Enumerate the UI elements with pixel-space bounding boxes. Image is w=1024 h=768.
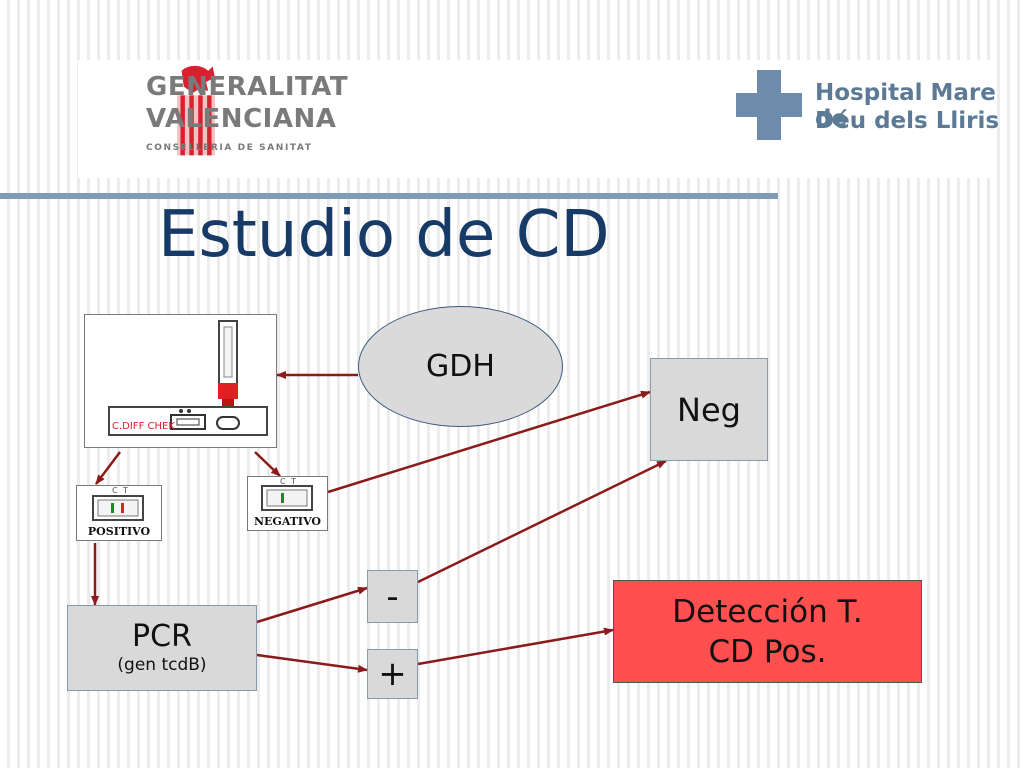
pcr-label: PCR [132, 619, 192, 654]
hospital-name-line2: Déu dels Lliris [815, 108, 1000, 134]
generalitat-bat-crest-icon [177, 65, 215, 156]
gdh-node: GDH [358, 306, 563, 427]
detection-line1: Detección T. [672, 593, 863, 630]
strip-positive-t: T [123, 486, 128, 495]
hospital-name-line1: Hospital Mare de [815, 80, 996, 132]
strip-negative-label: NEGATIVO [253, 515, 322, 528]
minus-node: - [367, 570, 418, 623]
arrow-test-to-negative [254, 451, 281, 477]
pcr-sublabel: (gen tcdB) [117, 655, 207, 675]
strip-negative-c: C [280, 477, 286, 486]
arrow-plus-to-detection [417, 627, 614, 666]
strip-negative-image: C T NEGATIVO [247, 476, 328, 531]
strip-positive-c: C [112, 486, 118, 495]
gdh-label: GDH [426, 349, 495, 384]
page-title: Estudio de CD [158, 198, 610, 272]
detection-line2: CD Pos. [708, 633, 827, 670]
arrow-pcr-to-minus [256, 586, 368, 624]
generalitat-name-line1: GENERALITAT [146, 72, 349, 102]
neg-label: Neg [677, 390, 741, 429]
title-rule [0, 193, 778, 199]
minus-label: - [386, 576, 399, 617]
strip-positive-label: POSITIVO [87, 525, 151, 538]
arrow-pcr-to-plus [256, 653, 368, 673]
header-band [78, 60, 990, 178]
neg-node: Neg [650, 358, 768, 461]
plus-label: + [378, 654, 407, 694]
test-device-image [84, 314, 277, 448]
strip-positive-image: C T POSITIVO [76, 485, 162, 541]
strip-negative-t: T [291, 477, 296, 486]
pcr-node: PCR (gen tcdB) [67, 605, 257, 691]
generalitat-subtitle: CONSELLERIA DE SANITAT [146, 143, 313, 153]
strip-positive-drawing [92, 495, 144, 521]
strip-negative-drawing [261, 485, 313, 511]
hospital-cross-icon [736, 70, 802, 140]
arrow-minus-to-neg [417, 459, 667, 584]
test-device-drawing [108, 320, 268, 436]
plus-node: + [367, 649, 418, 699]
arrow-test-to-positive [95, 451, 121, 485]
device-label: C.DIFF CHEK [112, 421, 175, 432]
generalitat-name-line2: VALENCIANA [146, 104, 337, 134]
detection-node: Detección T. CD Pos. [613, 580, 922, 683]
